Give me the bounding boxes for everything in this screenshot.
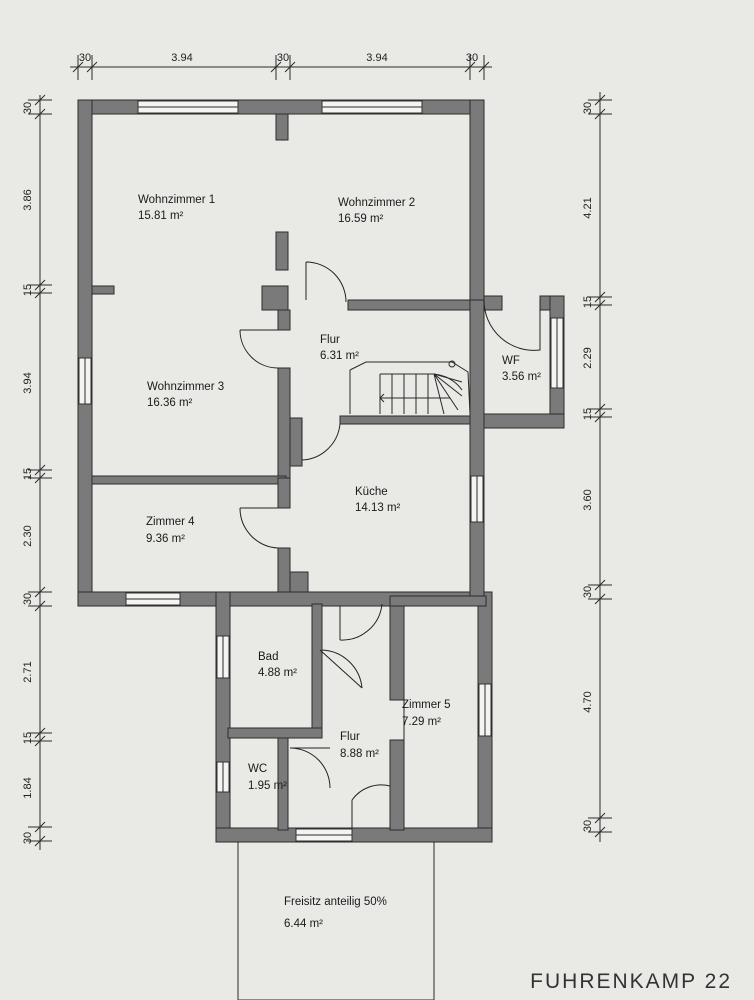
room-area-wohnzimmer-1: 15.81 m² bbox=[138, 210, 184, 222]
room-area-wc: 1.95 m² bbox=[248, 780, 287, 792]
room-name-wohnzimmer-2: Wohnzimmer 2 bbox=[338, 197, 415, 209]
dim-left-6: 30 bbox=[22, 593, 34, 605]
staircase bbox=[349, 360, 471, 415]
left-dimension-chain: 30 3.86 15 3.94 15 2.30 30 2.71 15 1.84 … bbox=[22, 94, 52, 850]
room-area-zimmer-5: 7.29 m² bbox=[402, 716, 441, 728]
dim-left-5: 2.30 bbox=[22, 525, 34, 546]
room-area-wohnzimmer-2: 16.59 m² bbox=[338, 213, 384, 225]
windows bbox=[78, 100, 564, 842]
room-area-flur-lower: 8.88 m² bbox=[340, 748, 379, 760]
dim-top-0: 30 bbox=[79, 52, 91, 64]
room-name-wf: WF bbox=[502, 355, 520, 367]
dim-right-1: 4.21 bbox=[582, 197, 594, 218]
right-dimension-chain: 30 4.21 15 2.29 15 3.60 30 4.70 30 bbox=[582, 92, 612, 842]
dim-left-3: 3.94 bbox=[22, 372, 34, 393]
room-name-bad: Bad bbox=[258, 651, 278, 663]
room-area-wohnzimmer-3: 16.36 m² bbox=[147, 397, 193, 409]
dim-right-4: 15 bbox=[582, 408, 594, 420]
dim-right-5: 3.60 bbox=[582, 489, 594, 510]
room-name-wohnzimmer-3: Wohnzimmer 3 bbox=[147, 381, 224, 393]
top-dimension-chain: 30 3.94 30 3.94 30 bbox=[70, 52, 492, 80]
dim-right-6: 30 bbox=[582, 586, 594, 598]
room-name-flur-upper: Flur bbox=[320, 334, 340, 346]
room-area-kueche: 14.13 m² bbox=[355, 502, 401, 514]
room-name-wohnzimmer-1: Wohnzimmer 1 bbox=[138, 194, 215, 206]
room-name-zimmer-4: Zimmer 4 bbox=[146, 516, 195, 528]
terrace-outline bbox=[237, 841, 435, 1000]
dim-left-7: 2.71 bbox=[22, 661, 34, 682]
room-name-wc: WC bbox=[248, 763, 267, 775]
dim-left-2: 15 bbox=[22, 284, 34, 296]
dim-left-10: 30 bbox=[22, 832, 34, 844]
room-area-wf: 3.56 m² bbox=[502, 371, 541, 383]
dim-left-0: 30 bbox=[22, 102, 34, 114]
room-name-flur-lower: Flur bbox=[340, 731, 360, 743]
room-area-flur-upper: 6.31 m² bbox=[320, 350, 359, 362]
dim-left-1: 3.86 bbox=[22, 189, 34, 210]
room-name-freisitz: Freisitz anteilig 50% bbox=[284, 896, 387, 908]
room-name-zimmer-5: Zimmer 5 bbox=[402, 699, 451, 711]
dim-top-4: 30 bbox=[466, 52, 478, 64]
dim-right-0: 30 bbox=[582, 102, 594, 114]
dim-left-9: 1.84 bbox=[22, 777, 34, 798]
plan-title: FUHRENKAMP 22 bbox=[530, 970, 732, 993]
doors bbox=[239, 261, 541, 828]
dim-right-2: 15 bbox=[582, 296, 594, 308]
room-area-bad: 4.88 m² bbox=[258, 667, 297, 679]
room-labels: Wohnzimmer 1 15.81 m² Wohnzimmer 2 16.59… bbox=[138, 194, 541, 930]
room-area-zimmer-4: 9.36 m² bbox=[146, 533, 185, 545]
dim-top-1: 3.94 bbox=[171, 52, 192, 64]
dim-left-8: 15 bbox=[22, 732, 34, 744]
dim-right-7: 4.70 bbox=[582, 691, 594, 712]
dim-left-4: 15 bbox=[22, 468, 34, 480]
dim-top-2: 30 bbox=[277, 52, 289, 64]
room-name-kueche: Küche bbox=[355, 486, 388, 498]
dim-right-8: 30 bbox=[582, 820, 594, 832]
room-area-freisitz: 6.44 m² bbox=[284, 918, 323, 930]
dim-top-3: 3.94 bbox=[366, 52, 387, 64]
dim-right-3: 2.29 bbox=[582, 347, 594, 368]
